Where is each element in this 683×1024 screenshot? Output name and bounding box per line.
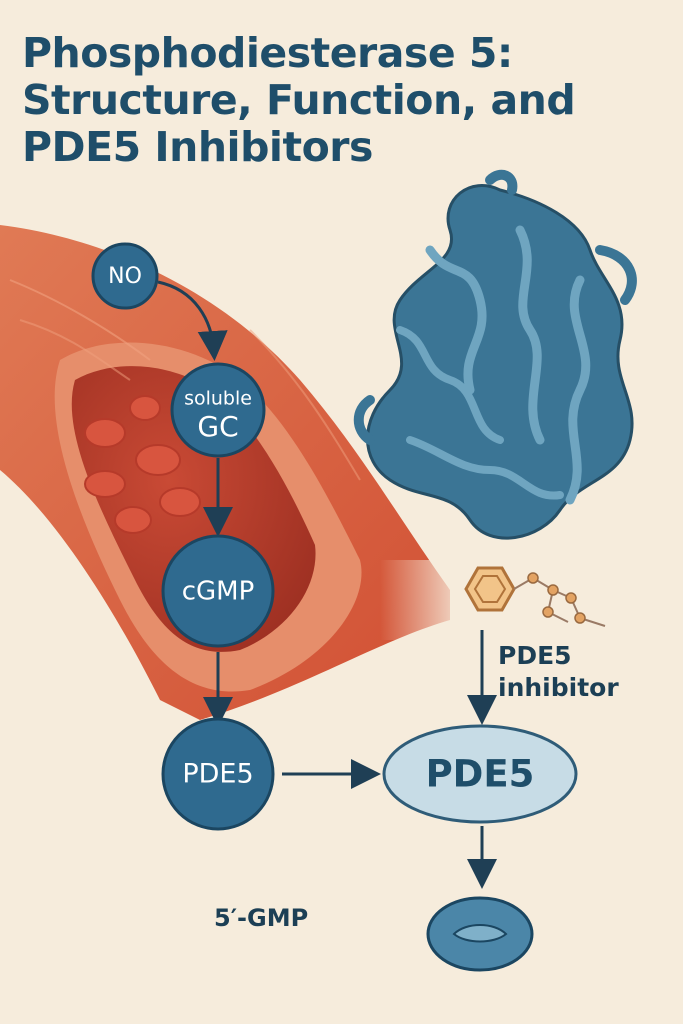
- page-title: Phosphodiesterase 5: Structure, Function…: [22, 30, 662, 171]
- node-soluble-gc-label-2: GC: [197, 410, 238, 443]
- node-pde5-center-label: PDE5: [426, 753, 535, 796]
- gmp-label: 5′-GMP: [214, 904, 309, 932]
- inhibitor-label: PDE5 inhibitor: [498, 640, 619, 704]
- node-soluble-gc: soluble GC: [170, 362, 266, 458]
- gmp-product-icon: [426, 896, 534, 972]
- node-pde5-left-label: PDE5: [182, 759, 253, 790]
- node-cgmp-label: cGMP: [182, 577, 255, 607]
- node-no-label: NO: [108, 264, 142, 289]
- inhibitor-molecule-icon: [464, 566, 606, 627]
- inhibitor-label-line-2: inhibitor: [498, 673, 619, 702]
- node-pde5-center: PDE5: [382, 724, 578, 824]
- arrow-no-to-gc: [157, 280, 228, 361]
- page-title-line-2: Structure, Function, and: [22, 76, 576, 124]
- page-title-line-1: Phosphodiesterase 5:: [22, 29, 513, 77]
- node-no: NO: [91, 242, 159, 310]
- protein-structure-illustration: [353, 169, 637, 540]
- page-title-line-3: PDE5 Inhibitors: [22, 123, 373, 171]
- pathway-arrows: [157, 280, 497, 889]
- node-pde5-left: PDE5: [161, 717, 275, 831]
- node-soluble-gc-label-1: soluble: [184, 388, 252, 410]
- inhibitor-label-line-1: PDE5: [498, 641, 572, 670]
- node-cgmp: cGMP: [161, 534, 275, 648]
